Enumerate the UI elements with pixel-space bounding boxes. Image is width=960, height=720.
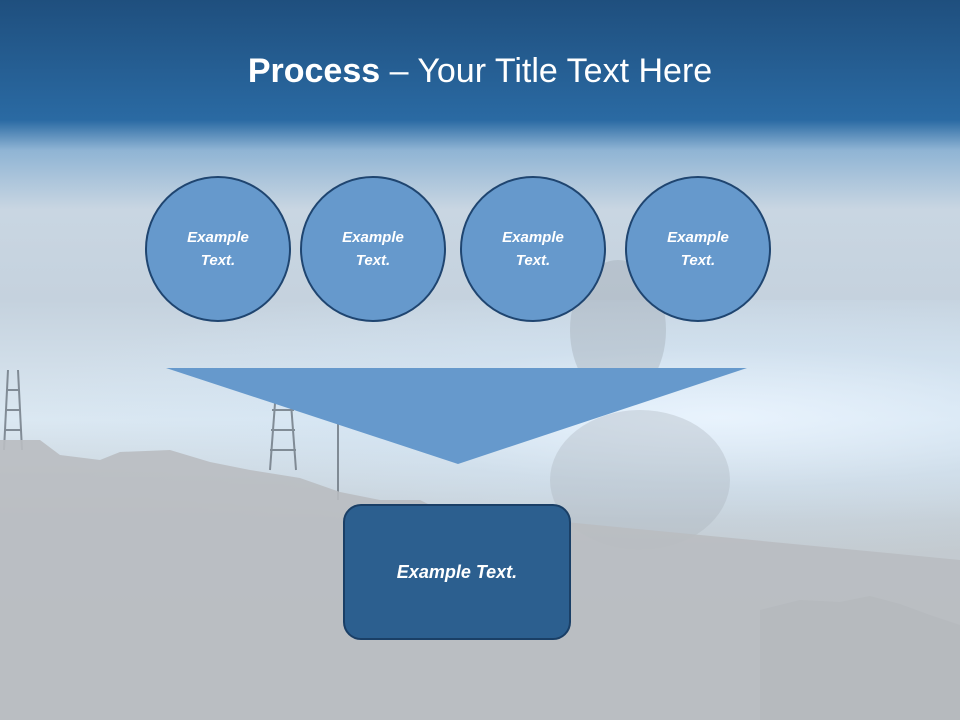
title-rest: – Your Title Text Here bbox=[380, 52, 713, 90]
step-label: Example Text. bbox=[187, 229, 249, 269]
step-circle-3: Example Text. bbox=[460, 176, 606, 322]
step-circle-2: Example Text. bbox=[300, 176, 446, 322]
step-label: Example Text. bbox=[502, 229, 564, 269]
result-box: Example Text. bbox=[343, 504, 571, 640]
slide-title: Process – Your Title Text Here bbox=[0, 52, 960, 91]
result-label: Example Text. bbox=[396, 561, 518, 582]
step-circle-4: Example Text. bbox=[625, 176, 771, 322]
step-label: Example Text. bbox=[667, 229, 729, 269]
title-bold: Process bbox=[247, 52, 381, 90]
step-circle-1: Example Text. bbox=[145, 176, 291, 322]
step-label: Example Text. bbox=[342, 229, 404, 269]
